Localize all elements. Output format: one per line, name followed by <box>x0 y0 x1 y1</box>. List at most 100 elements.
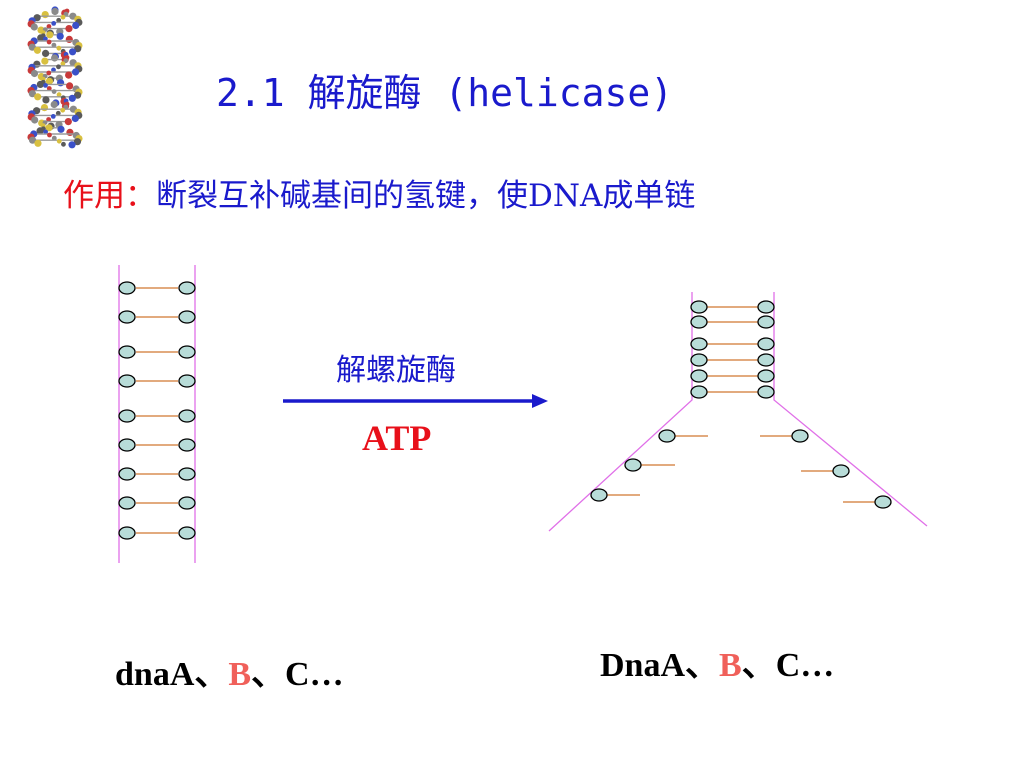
base-node <box>118 526 136 540</box>
helix-atom <box>51 42 57 48</box>
helix-atom <box>73 91 82 99</box>
base-node <box>178 526 196 540</box>
helix-atom <box>60 61 66 67</box>
helix-atom <box>46 39 52 45</box>
base-node <box>118 345 136 359</box>
gene-b-highlight: B <box>228 656 252 693</box>
helix-atom <box>51 135 57 141</box>
helix-atom <box>41 49 50 58</box>
helix-atom <box>63 58 69 63</box>
helix-atom <box>43 83 48 88</box>
protein-text: 、C… <box>741 647 835 684</box>
backbone-strand <box>548 292 693 532</box>
helix-atom <box>50 114 56 119</box>
helix-atom <box>51 7 59 16</box>
backbone-strand <box>773 292 928 527</box>
helix-atom <box>68 141 76 149</box>
helix-atom <box>56 45 62 51</box>
function-description: 作用：断裂互补碱基间的氢键，使DNA成单链 <box>63 170 695 215</box>
base-node <box>658 429 676 443</box>
base-node <box>690 315 708 329</box>
helix-atom <box>34 93 42 101</box>
base-node <box>178 438 196 452</box>
helix-atom <box>42 96 50 104</box>
helix-atom <box>30 23 38 31</box>
protein-b-highlight: B <box>719 647 742 684</box>
base-node <box>690 385 708 399</box>
base-node <box>624 458 642 472</box>
base-node <box>832 464 850 478</box>
base-node <box>590 488 608 502</box>
helix-atom <box>51 67 56 73</box>
helix-atom <box>56 64 61 70</box>
helix-atom <box>42 36 48 42</box>
helix-atom <box>45 124 53 132</box>
helix-atom <box>36 80 44 88</box>
helix-atom <box>71 114 79 123</box>
slide-title: 2.1 解旋酶 (helicase) <box>216 71 674 115</box>
base-node <box>690 300 708 314</box>
helix-atom <box>72 21 80 30</box>
base-node <box>118 438 136 452</box>
helix-atom <box>64 118 72 126</box>
base-node <box>178 374 196 388</box>
base-node <box>118 467 136 481</box>
base-node <box>757 337 775 351</box>
base-node <box>757 300 775 314</box>
function-label: 作用： <box>63 178 156 214</box>
unwound-dna-fork <box>548 292 928 532</box>
helix-atom <box>65 71 73 79</box>
base-node <box>178 467 196 481</box>
reaction-arrow <box>283 394 548 408</box>
helix-atom <box>56 32 64 40</box>
helix-atom <box>46 70 52 76</box>
base-node <box>690 369 708 383</box>
base-node <box>690 353 708 367</box>
base-node <box>178 496 196 510</box>
helix-atom <box>28 136 37 144</box>
base-node <box>118 374 136 388</box>
helix-atom <box>34 139 42 147</box>
helix-atom <box>68 94 76 102</box>
base-node <box>178 281 196 295</box>
base-node <box>178 310 196 324</box>
helix-atom <box>57 125 65 133</box>
helix-atom <box>61 141 66 147</box>
helix-atom <box>56 92 62 98</box>
gene-text: dnaA、 <box>115 656 229 693</box>
enzyme-label: 解螺旋酶 <box>336 353 456 388</box>
helix-atom <box>46 117 51 122</box>
function-text: 断裂互补碱基间的氢键，使DNA成单链 <box>156 178 696 214</box>
helix-atom <box>51 21 57 26</box>
helix-atom <box>55 110 61 116</box>
base-node <box>118 409 136 423</box>
helix-atom <box>45 77 54 85</box>
helix-atom <box>66 82 74 90</box>
helix-atom <box>71 68 80 76</box>
helix-atom <box>50 100 58 109</box>
base-node <box>757 353 775 367</box>
helix-atom <box>30 69 39 78</box>
double-strand-dna <box>118 265 196 563</box>
helix-atom <box>28 90 37 98</box>
helix-atom <box>37 34 45 42</box>
helix-atom <box>63 104 69 110</box>
base-node <box>118 310 136 324</box>
helix-atom <box>65 25 73 33</box>
helix-atom <box>36 127 44 135</box>
helix-atom <box>41 57 49 65</box>
helix-atom <box>33 46 42 54</box>
helix-atom <box>56 138 62 144</box>
helix-atom <box>60 14 66 20</box>
helix-atom <box>56 17 62 23</box>
helix-atom <box>68 48 77 56</box>
base-node <box>757 315 775 329</box>
helix-atom <box>46 24 52 29</box>
base-node <box>757 385 775 399</box>
base-node <box>874 495 892 509</box>
base-node <box>178 409 196 423</box>
base-node <box>791 429 809 443</box>
helix-atom <box>43 129 49 135</box>
base-node <box>178 345 196 359</box>
helix-atom <box>46 86 52 91</box>
